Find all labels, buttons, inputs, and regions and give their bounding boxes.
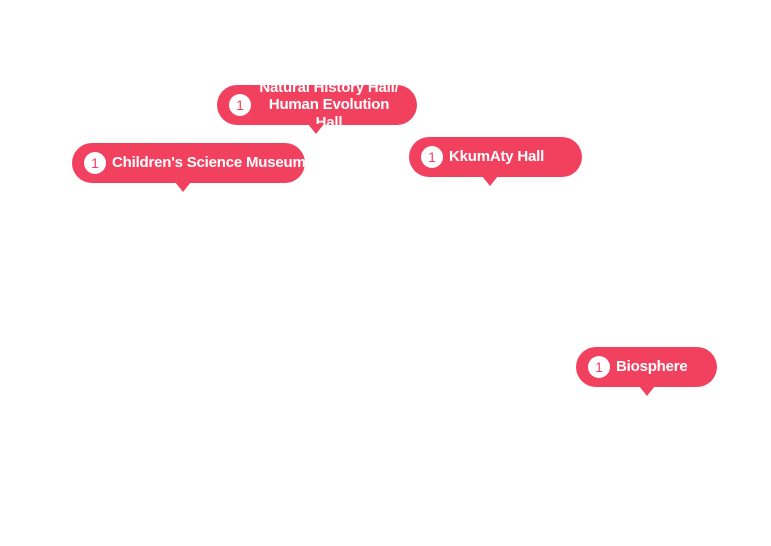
marker-label-line-1: Natural History Hall/ [259, 79, 399, 97]
marker-label: Biosphere [616, 358, 688, 376]
marker-biosphere[interactable]: 1 Biosphere [576, 347, 717, 396]
marker-label: KkumAty Hall [449, 148, 545, 166]
marker-childrens-science-museum[interactable]: 1 Children's Science Museum [72, 143, 306, 192]
marker-label: Natural History Hall/ Human Evolution Ha… [257, 79, 401, 131]
marker-kkumaty-hall[interactable]: 1 KkumAty Hall [409, 137, 582, 186]
marker-natural-history-hall[interactable]: 1 Natural History Hall/ Human Evolution … [217, 79, 417, 134]
marker-count-badge: 1 [421, 146, 443, 168]
marker-label-line-2: Human Evolution Hall [268, 96, 390, 131]
marker-count-badge: 1 [588, 356, 610, 378]
marker-label: Children's Science Museum [112, 154, 306, 172]
marker-count-badge: 1 [84, 152, 106, 174]
marker-count-badge: 1 [229, 94, 251, 116]
